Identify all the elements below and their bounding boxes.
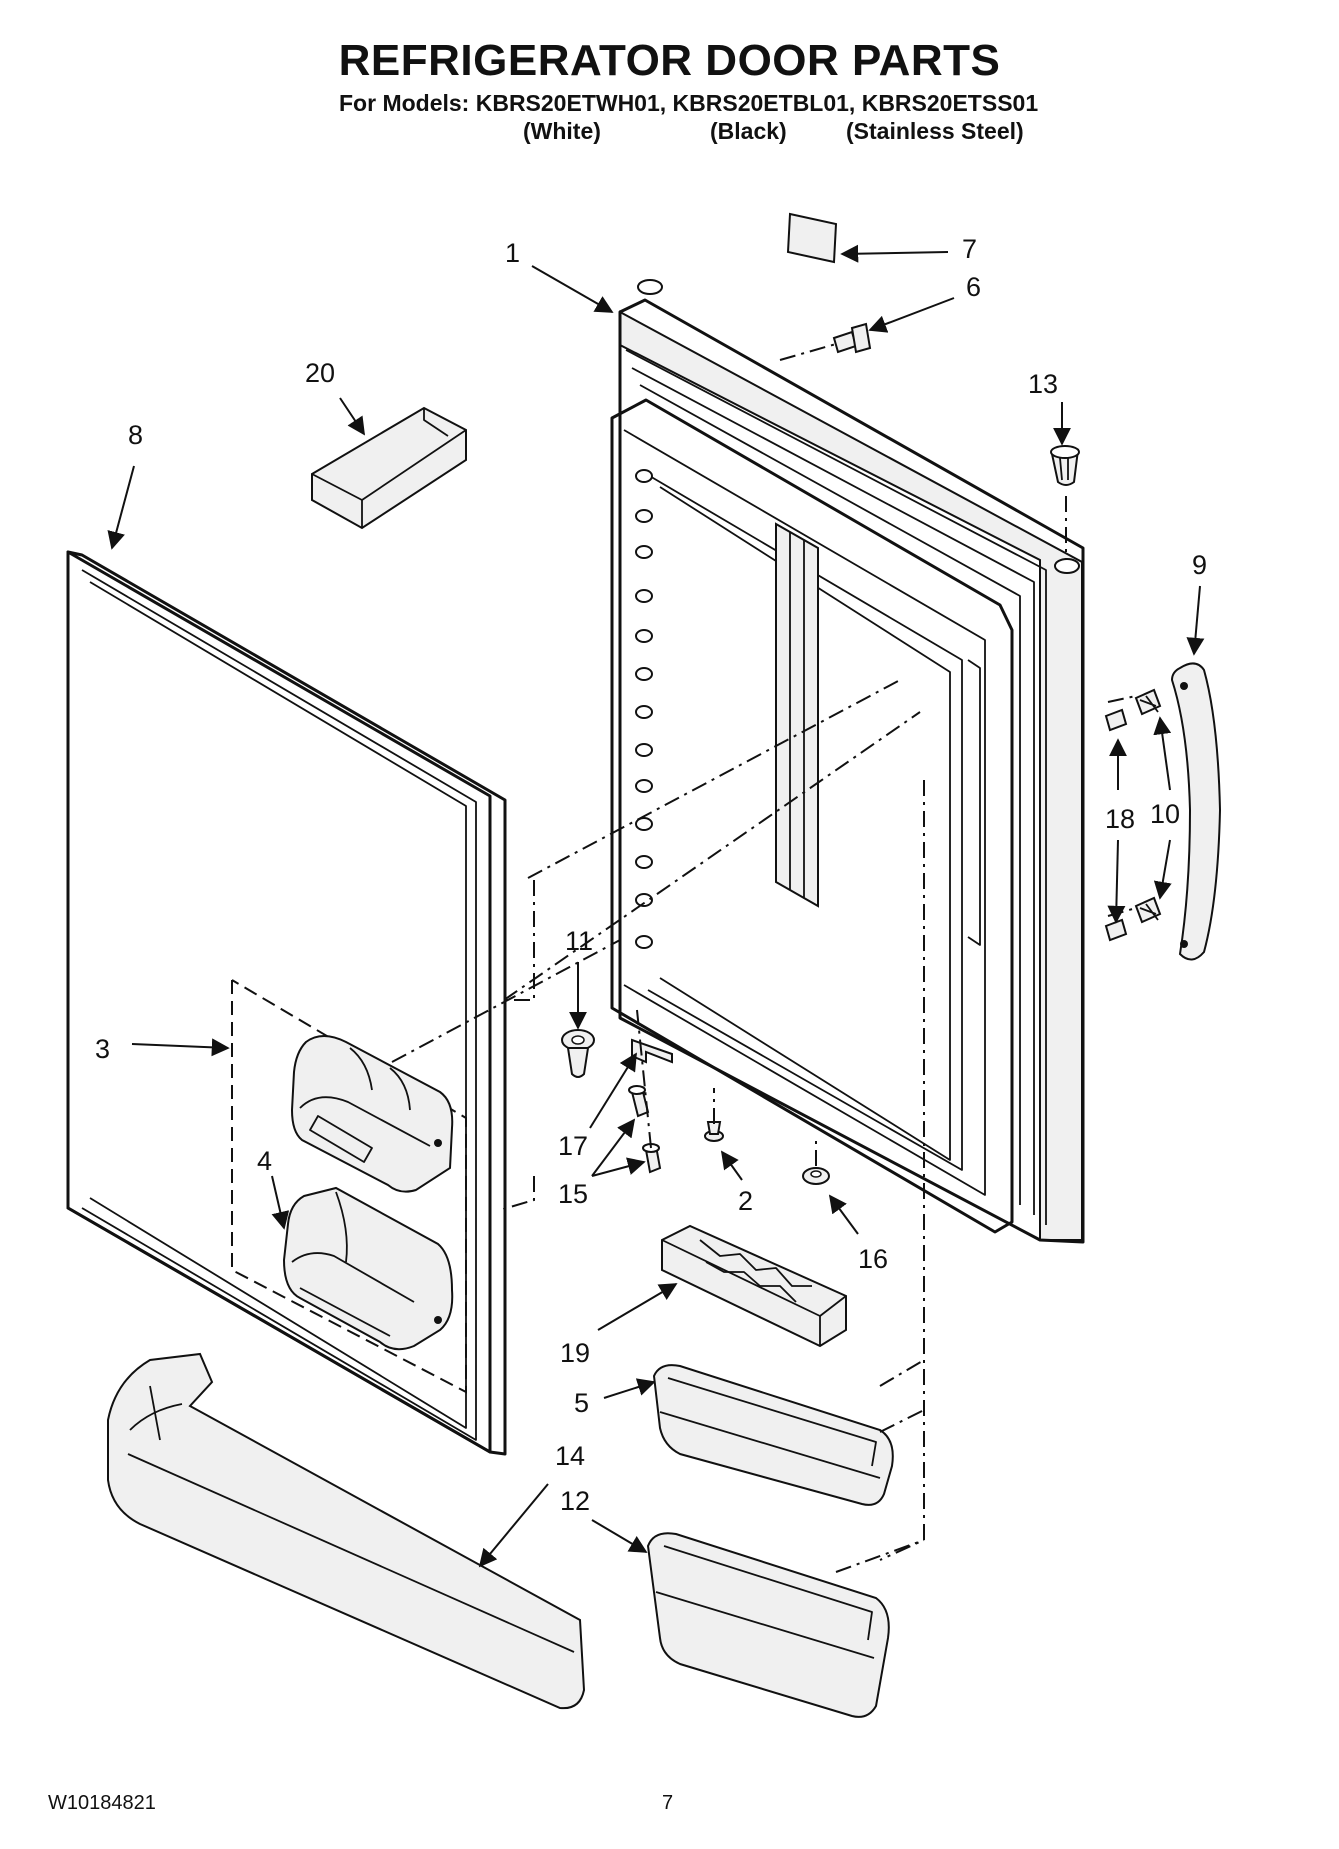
callout-9: 9: [1192, 550, 1207, 580]
document-number: W10184821: [48, 1792, 156, 1814]
part-14-door-bin: [107, 1352, 586, 1710]
part-19-can-rack: [661, 1224, 847, 1348]
part-6-screw: [832, 322, 872, 354]
model-list: For Models: KBRS20ETWH01, KBRS20ETBL01, …: [339, 90, 1039, 116]
part-1-door-frame: [610, 279, 1085, 1244]
part-10-handle-screw-lower: [1134, 896, 1162, 924]
callout-18: 18: [1105, 804, 1135, 834]
callout-7: 7: [962, 234, 977, 264]
callout-15: 15: [558, 1179, 588, 1209]
part-9-door-handle: [1170, 662, 1222, 961]
part-5-door-bin: [652, 1364, 894, 1506]
part-2-hinge-pin: [704, 1121, 724, 1142]
part-3-dispenser-module: [290, 1035, 454, 1193]
page-title: REFRIGERATOR DOOR PARTS: [338, 36, 1001, 85]
callout-8: 8: [128, 420, 143, 450]
part-11-grommet: [561, 1029, 595, 1078]
callout-10: 10: [1150, 799, 1180, 829]
callout-6: 6: [966, 272, 981, 302]
part-3-dispenser-recess: [231, 979, 467, 1394]
callout-13: 13: [1028, 369, 1058, 399]
variant-black: (Black): [710, 118, 787, 144]
assembly-lines: [391, 343, 1137, 1573]
callout-arrows: [107, 244, 1205, 1568]
callout-14: 14: [555, 1441, 585, 1471]
callout-17: 17: [558, 1131, 588, 1161]
callout-3: 3: [95, 1034, 110, 1064]
callout-11: 11: [565, 926, 593, 956]
part-18-handle-stud-upper: [1104, 708, 1128, 732]
part-10-handle-screw-upper: [1134, 688, 1162, 716]
callout-4: 4: [257, 1146, 272, 1176]
part-7-label-card: [786, 212, 838, 264]
callout-12: 12: [560, 1486, 590, 1516]
callout-16: 16: [858, 1244, 888, 1274]
variant-white: (White): [523, 118, 601, 144]
part-13-hinge-bushing: [1050, 445, 1080, 486]
part-18-handle-stud-lower: [1104, 918, 1128, 942]
page-number: 7: [662, 1792, 674, 1814]
callout-5: 5: [574, 1388, 589, 1418]
part-15-screws: [628, 1085, 662, 1174]
part-16-washer: [802, 1167, 830, 1185]
callout-20: 20: [305, 358, 335, 388]
callout-1: 1: [505, 238, 520, 268]
callout-19: 19: [560, 1338, 590, 1368]
variant-stainless: (Stainless Steel): [846, 118, 1024, 144]
callout-2: 2: [738, 1186, 753, 1216]
part-4-dispenser-tray: [282, 1186, 454, 1351]
part-12-door-bin: [646, 1532, 890, 1718]
part-20-small-bin: [311, 406, 467, 530]
